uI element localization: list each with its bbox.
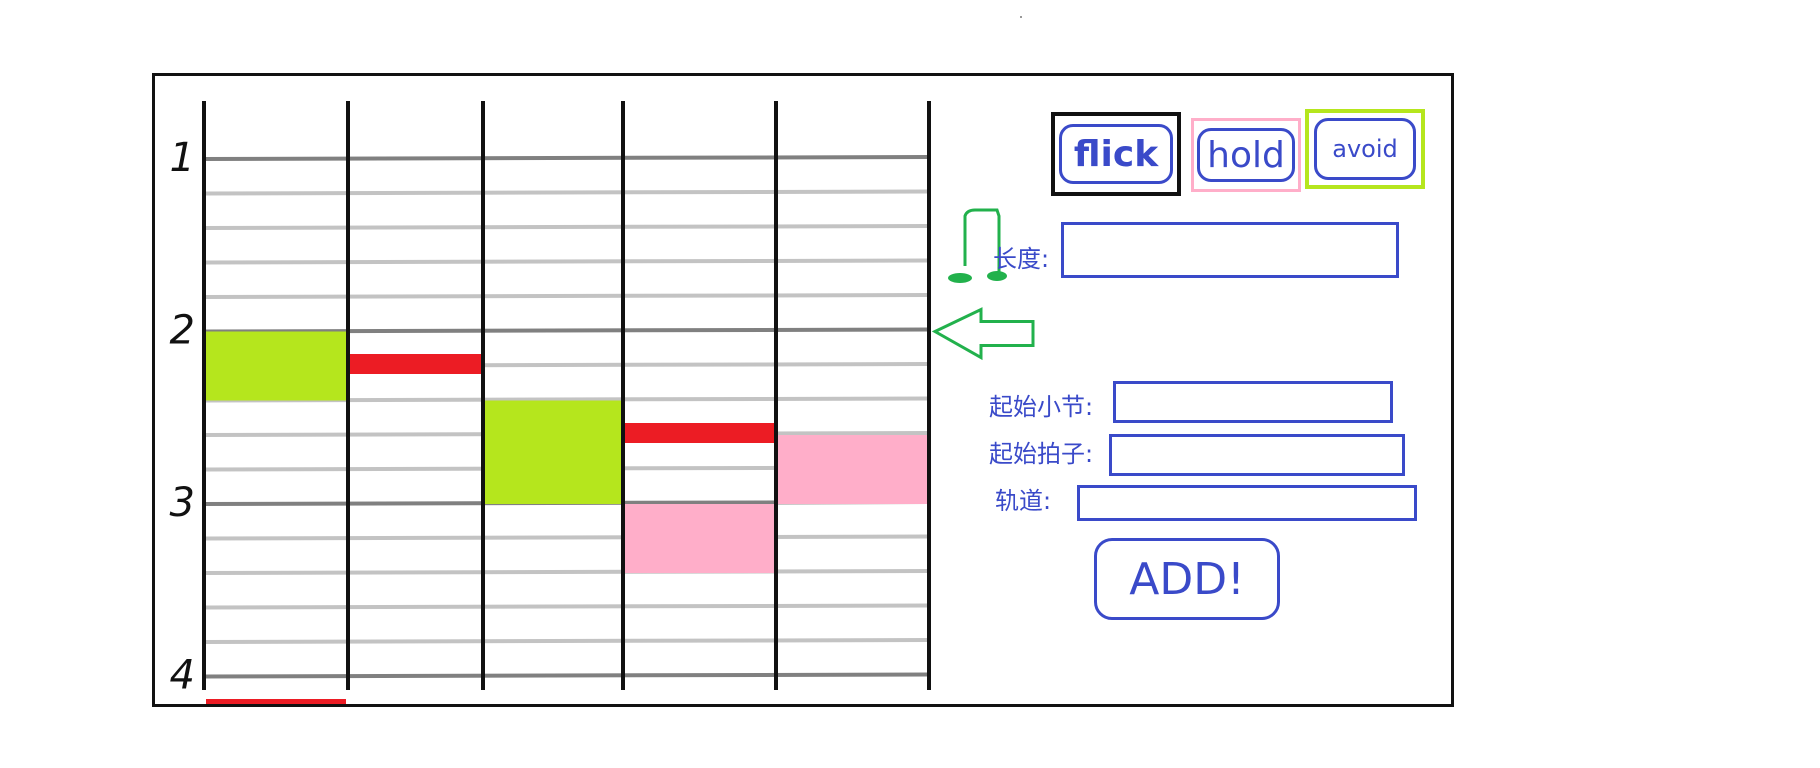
measure-number: 1 xyxy=(170,135,195,181)
start-beat-input[interactable] xyxy=(1109,434,1405,476)
track-input[interactable] xyxy=(1077,485,1417,521)
track-label: 轨道: xyxy=(995,487,1052,515)
flick-note xyxy=(350,354,481,374)
start-beat-label: 起始拍子: xyxy=(989,440,1094,468)
annotation-mark xyxy=(948,273,972,283)
note-chart: 1 2 3 4 xyxy=(170,101,1035,704)
start-measure-label: 起始小节: xyxy=(989,393,1094,421)
beat-line xyxy=(203,224,930,230)
measure-number: 3 xyxy=(170,480,195,526)
editor-window: 1 2 3 4 flick hold avoid 长度: 起始小节: 起始拍子: 轨道… xyxy=(152,73,1454,707)
avoid-note xyxy=(623,504,776,573)
annotation-hook xyxy=(963,208,1001,272)
beat-line xyxy=(203,603,930,610)
hold-button-frame: hold xyxy=(1191,118,1301,192)
flick-note xyxy=(206,699,346,704)
length-label: 长度: xyxy=(993,245,1050,273)
measure-number: 4 xyxy=(170,653,195,699)
beat-line xyxy=(203,569,930,575)
annotation-mark xyxy=(987,271,1007,281)
flick-button-frame: flick xyxy=(1051,112,1181,196)
flick-button[interactable]: flick xyxy=(1059,124,1173,184)
beat-line xyxy=(203,638,930,644)
stray-dot xyxy=(1020,16,1022,18)
avoid-button-frame: avoid xyxy=(1305,109,1425,189)
hold-button-label: hold xyxy=(1207,134,1285,176)
avoid-button-label: avoid xyxy=(1332,135,1398,163)
annotation-arrow xyxy=(931,307,1035,361)
beat-line xyxy=(203,189,930,196)
flick-note xyxy=(625,423,774,443)
avoid-note xyxy=(776,435,929,504)
add-button[interactable]: ADD! xyxy=(1094,538,1280,620)
beat-line xyxy=(203,293,930,299)
beat-line xyxy=(203,258,930,265)
hold-button[interactable]: hold xyxy=(1197,128,1295,182)
hold-note xyxy=(483,400,623,504)
beat-line xyxy=(203,534,930,541)
measure-line xyxy=(203,327,930,334)
length-input[interactable] xyxy=(1061,222,1399,278)
measure-line xyxy=(203,672,930,679)
avoid-button[interactable]: avoid xyxy=(1314,118,1416,180)
measure-line xyxy=(203,155,930,161)
measure-number: 2 xyxy=(170,308,195,354)
hold-note xyxy=(204,331,348,401)
start-measure-input[interactable] xyxy=(1113,381,1393,423)
flick-button-label: flick xyxy=(1073,133,1159,175)
